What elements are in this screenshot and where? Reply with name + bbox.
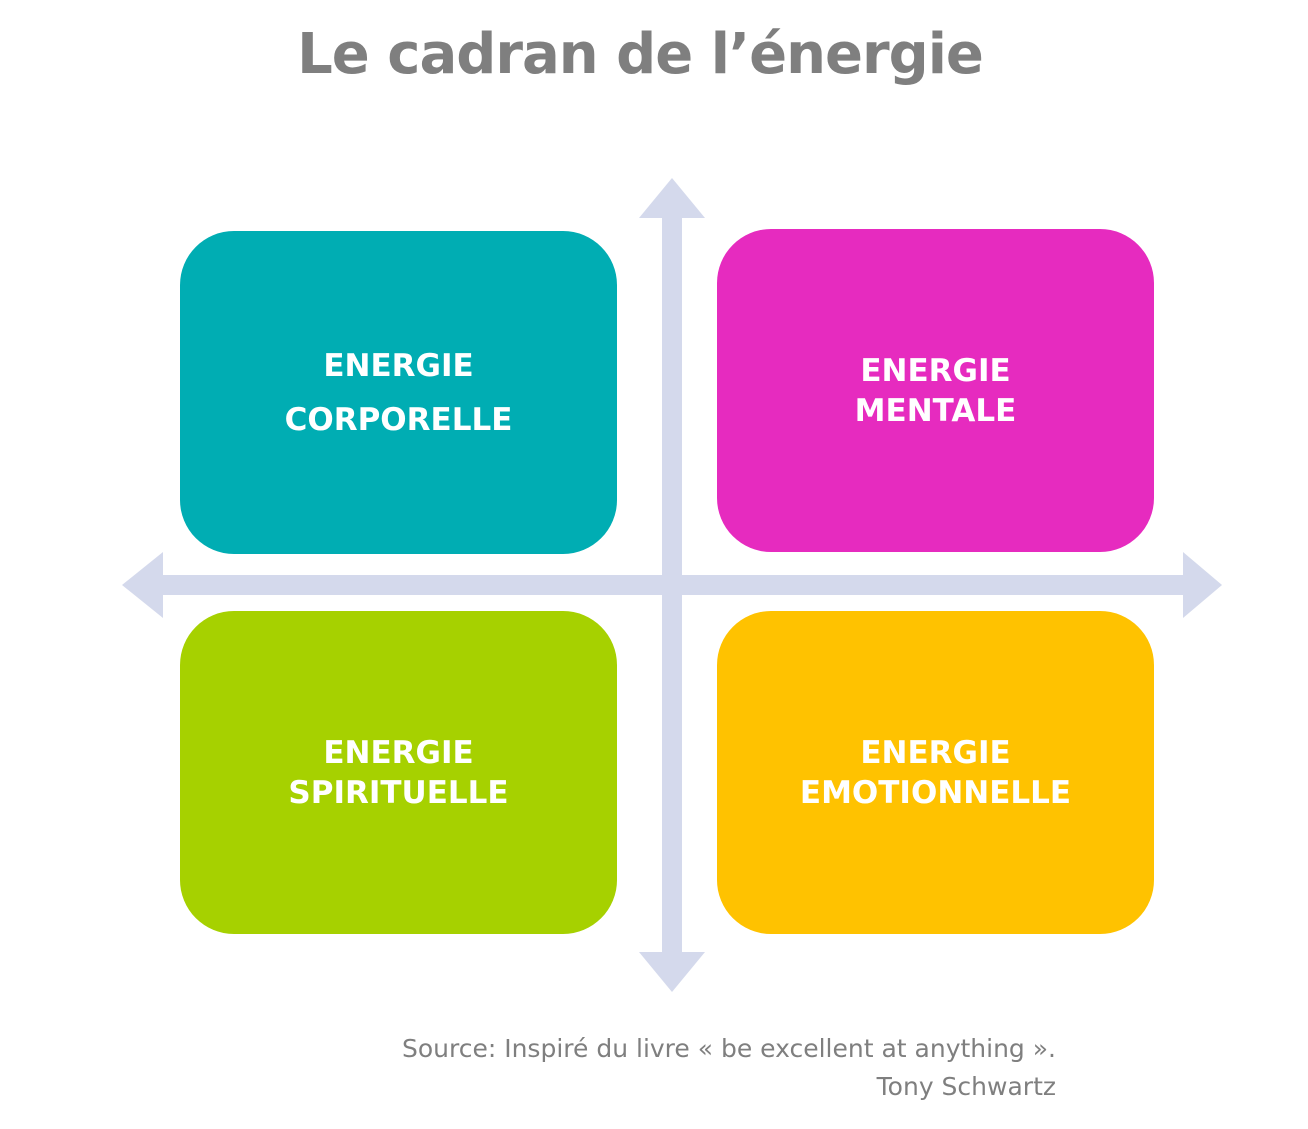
quadrant-label-line1: ENERGIE (323, 734, 474, 771)
quadrant-label-line1: ENERGIE (860, 734, 1011, 771)
source-author: Tony Schwartz (876, 1072, 1056, 1101)
quadrant-energie-mentale: ENERGIE MENTALE (717, 229, 1154, 552)
quadrant-energie-emotionnelle: ENERGIE EMOTIONNELLE (717, 611, 1154, 934)
source-caption: Source: Inspiré du livre « be excellent … (402, 1030, 1056, 1106)
quadrant-label-line1: ENERGIE (860, 352, 1011, 389)
page-title: Le cadran de l’énergie (297, 22, 984, 87)
arrow-left-icon (122, 552, 163, 618)
quadrant-label-line1: ENERGIE (323, 347, 474, 384)
horizontal-axis-bar (160, 575, 1185, 595)
quadrant-label-line2: SPIRITUELLE (288, 774, 509, 811)
arrow-down-icon (639, 952, 705, 992)
source-line: Source: Inspiré du livre « be excellent … (401, 1034, 1056, 1063)
quadrant-energie-corporelle: ENERGIE CORPORELLE (180, 231, 617, 554)
quadrant-label-line2: EMOTIONNELLE (799, 774, 1072, 811)
arrow-up-icon (639, 178, 705, 218)
quadrant-label-line2: MENTALE (854, 392, 1017, 429)
arrow-right-icon (1183, 552, 1222, 618)
quadrant-energie-spirituelle: ENERGIE SPIRITUELLE (180, 611, 617, 934)
quadrant-label-line2: CORPORELLE (284, 401, 513, 438)
